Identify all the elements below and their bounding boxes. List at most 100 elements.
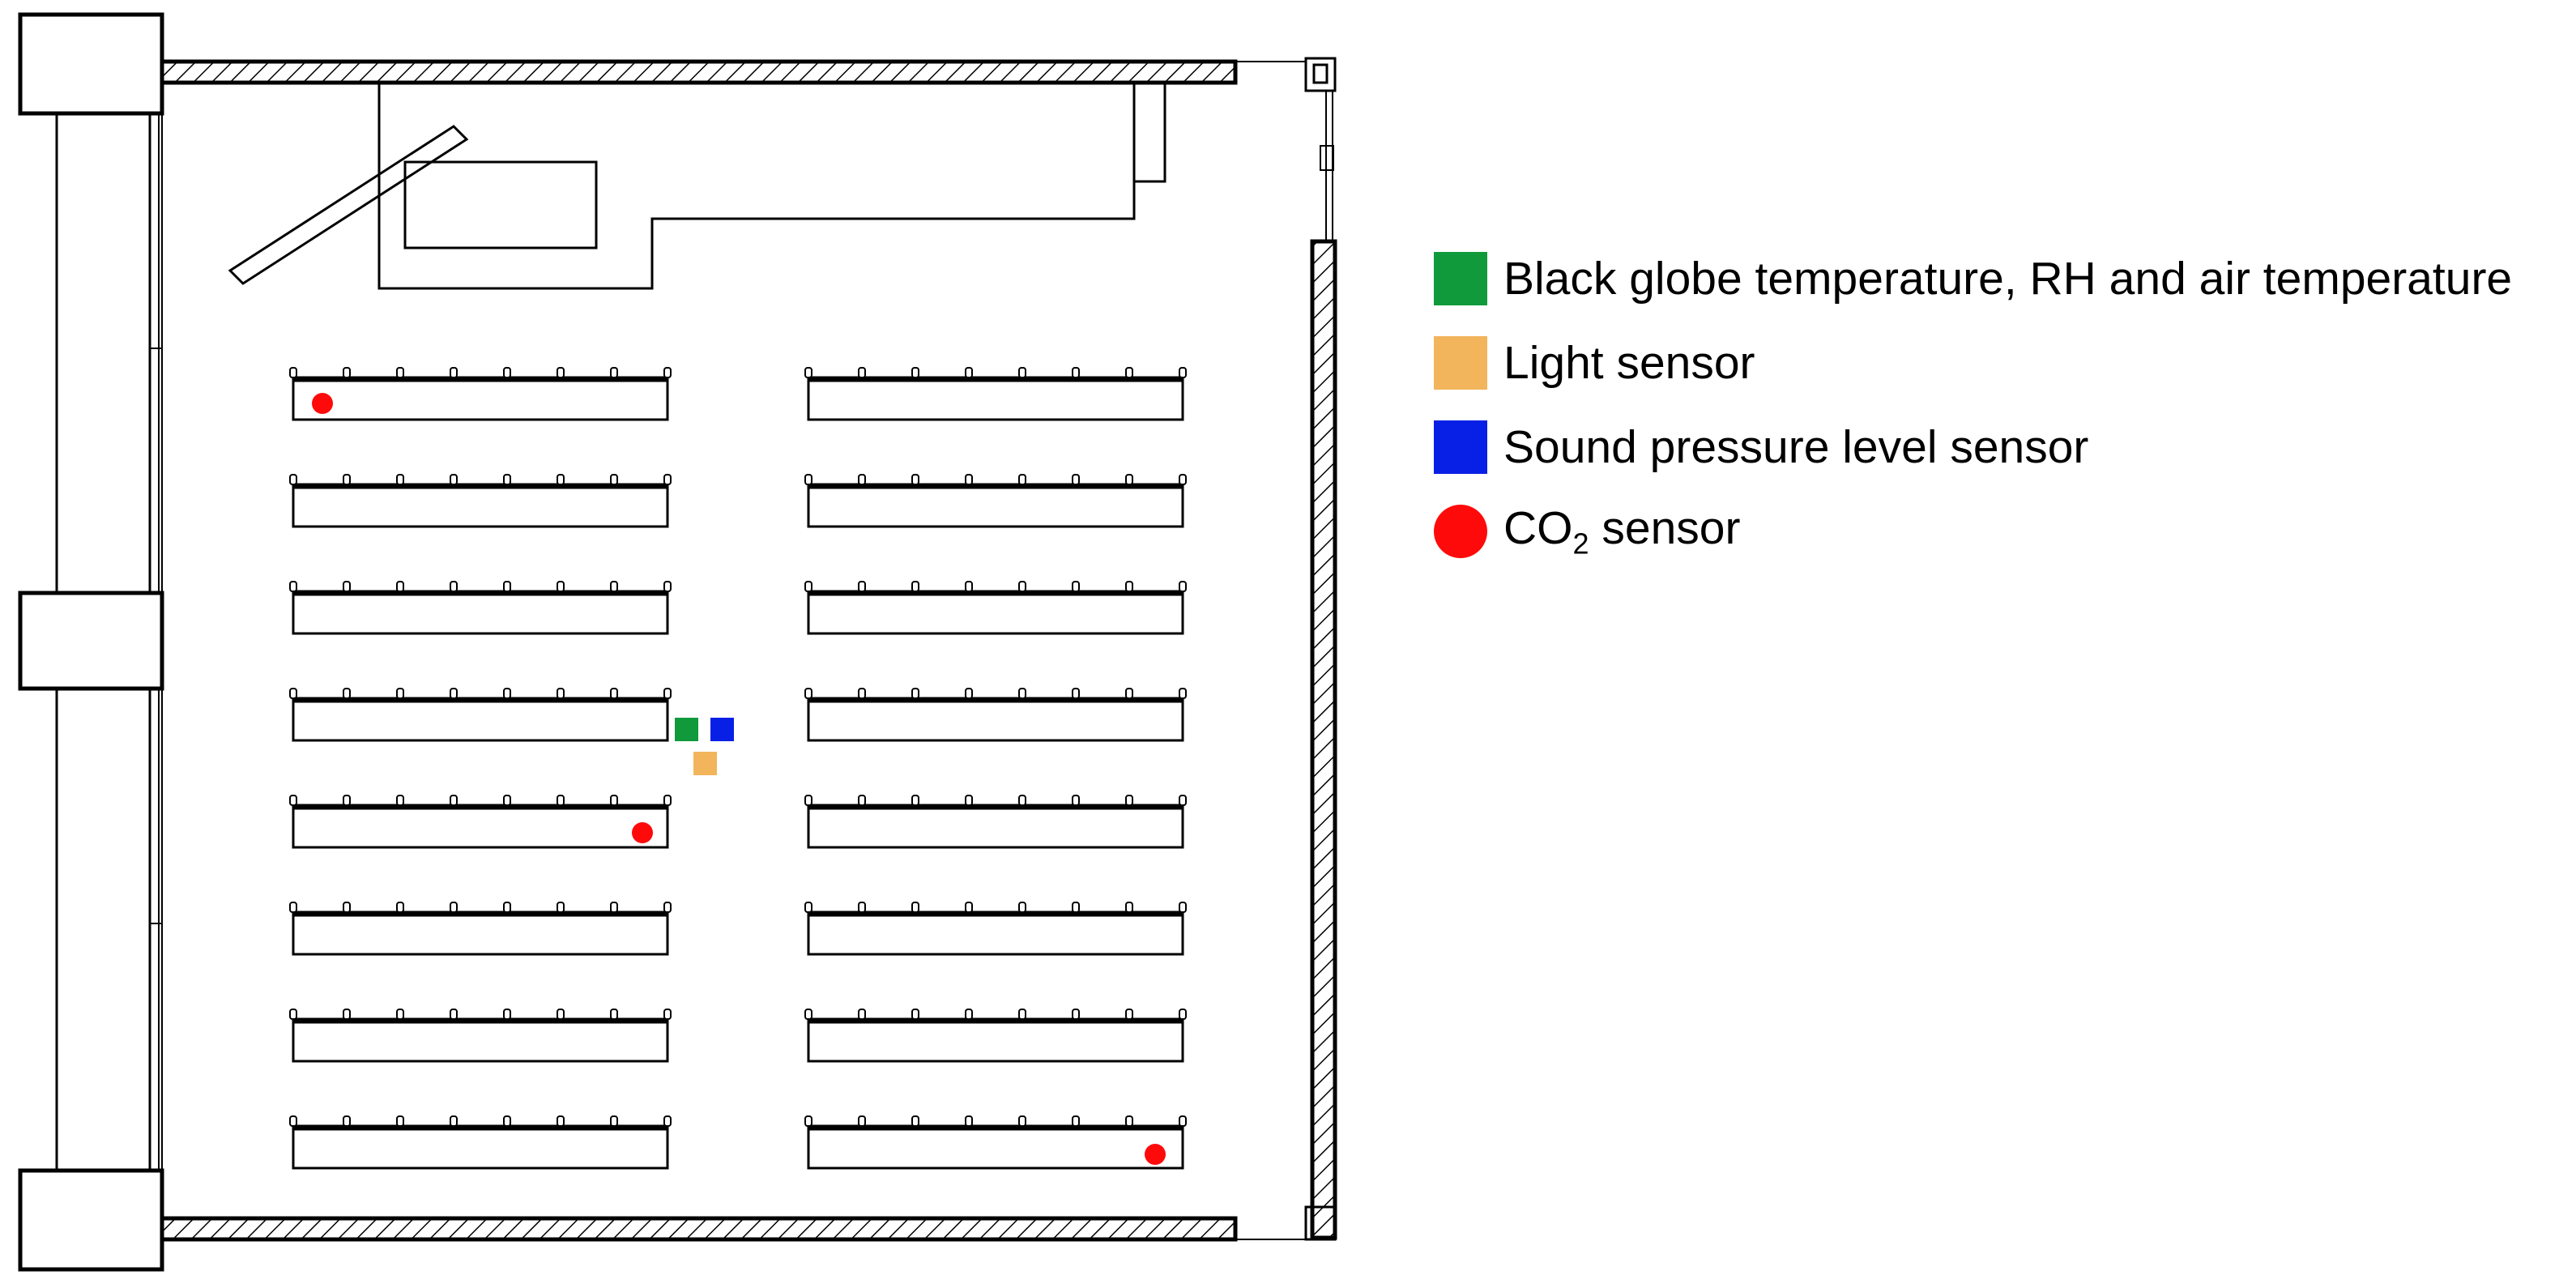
desk [807, 1126, 1184, 1170]
chair [610, 474, 618, 485]
legend: Black globe temperature, RH and air temp… [1434, 237, 2512, 574]
corner-pier-top [18, 12, 164, 116]
chair [396, 1115, 404, 1127]
chair [396, 367, 404, 378]
chair [343, 902, 351, 913]
red-circle-icon [1434, 505, 1487, 558]
chair [289, 474, 297, 485]
chair [1018, 902, 1026, 913]
chair [804, 581, 812, 592]
chair [557, 1009, 565, 1020]
chair [503, 474, 511, 485]
chair [289, 1009, 297, 1020]
chair [557, 688, 565, 699]
chair [1125, 902, 1133, 913]
chair [1072, 795, 1080, 806]
desk [292, 698, 669, 742]
teaching-platform [228, 81, 1166, 290]
chair [911, 367, 919, 378]
chair [1018, 474, 1026, 485]
chair [503, 1009, 511, 1020]
chair [503, 902, 511, 913]
desk [807, 484, 1184, 528]
chair [1125, 581, 1133, 592]
chair [1072, 1009, 1080, 1020]
legend-label: Black globe temperature, RH and air temp… [1503, 253, 2513, 305]
chair [663, 367, 672, 378]
desk [292, 484, 669, 528]
chair [663, 1009, 672, 1020]
chair [396, 1009, 404, 1020]
chair [911, 902, 919, 913]
chair [965, 688, 973, 699]
chair [965, 367, 973, 378]
chair [1125, 795, 1133, 806]
chair [911, 581, 919, 592]
chair [343, 581, 351, 592]
chair [804, 902, 812, 913]
chair [343, 1009, 351, 1020]
chair [343, 367, 351, 378]
black-globe-sensor [675, 718, 698, 741]
chair [1179, 688, 1187, 699]
chair [965, 581, 973, 592]
chair [1179, 474, 1187, 485]
chair [965, 795, 973, 806]
chair [396, 474, 404, 485]
desk [807, 805, 1184, 849]
desk [807, 591, 1184, 635]
chair [1125, 367, 1133, 378]
top-wall [160, 59, 1238, 85]
co2-main: CO [1503, 502, 1573, 555]
chair [557, 1115, 565, 1127]
chair [289, 581, 297, 592]
chair [663, 474, 672, 485]
right-wall [1310, 239, 1337, 1240]
chair [503, 1115, 511, 1127]
desk [292, 1126, 669, 1170]
chair [1125, 474, 1133, 485]
chair [450, 367, 458, 378]
chair [858, 795, 866, 806]
chair [610, 795, 618, 806]
chair [1018, 1115, 1026, 1127]
chair [450, 795, 458, 806]
chair [858, 688, 866, 699]
chair [343, 795, 351, 806]
chair [911, 1009, 919, 1020]
chair [1018, 688, 1026, 699]
chair [1179, 367, 1187, 378]
door [1235, 57, 1337, 1241]
chair [557, 902, 565, 913]
chair [396, 902, 404, 913]
chair [557, 474, 565, 485]
chair [1018, 581, 1026, 592]
chair [289, 688, 297, 699]
sensors [312, 393, 1166, 1165]
chair [450, 902, 458, 913]
chair [1072, 581, 1080, 592]
chair [1018, 367, 1026, 378]
legend-item-black-globe: Black globe temperature, RH and air temp… [1434, 237, 2512, 321]
chair [1018, 795, 1026, 806]
desk [807, 698, 1184, 742]
chair [858, 474, 866, 485]
desk [807, 912, 1184, 956]
chair [557, 581, 565, 592]
chair [610, 581, 618, 592]
bottom-wall [160, 1216, 1238, 1242]
chair [557, 795, 565, 806]
classroom-floor-plan [18, 12, 1337, 1272]
chair [450, 581, 458, 592]
chair [1125, 1115, 1133, 1127]
chair [911, 474, 919, 485]
chair [804, 795, 812, 806]
chair [858, 902, 866, 913]
chair [289, 1115, 297, 1127]
legend-label: Light sensor [1503, 337, 1755, 389]
chair [1179, 902, 1187, 913]
chair [1125, 1009, 1133, 1020]
chair [1072, 688, 1080, 699]
chair [610, 1115, 618, 1127]
chair [858, 367, 866, 378]
